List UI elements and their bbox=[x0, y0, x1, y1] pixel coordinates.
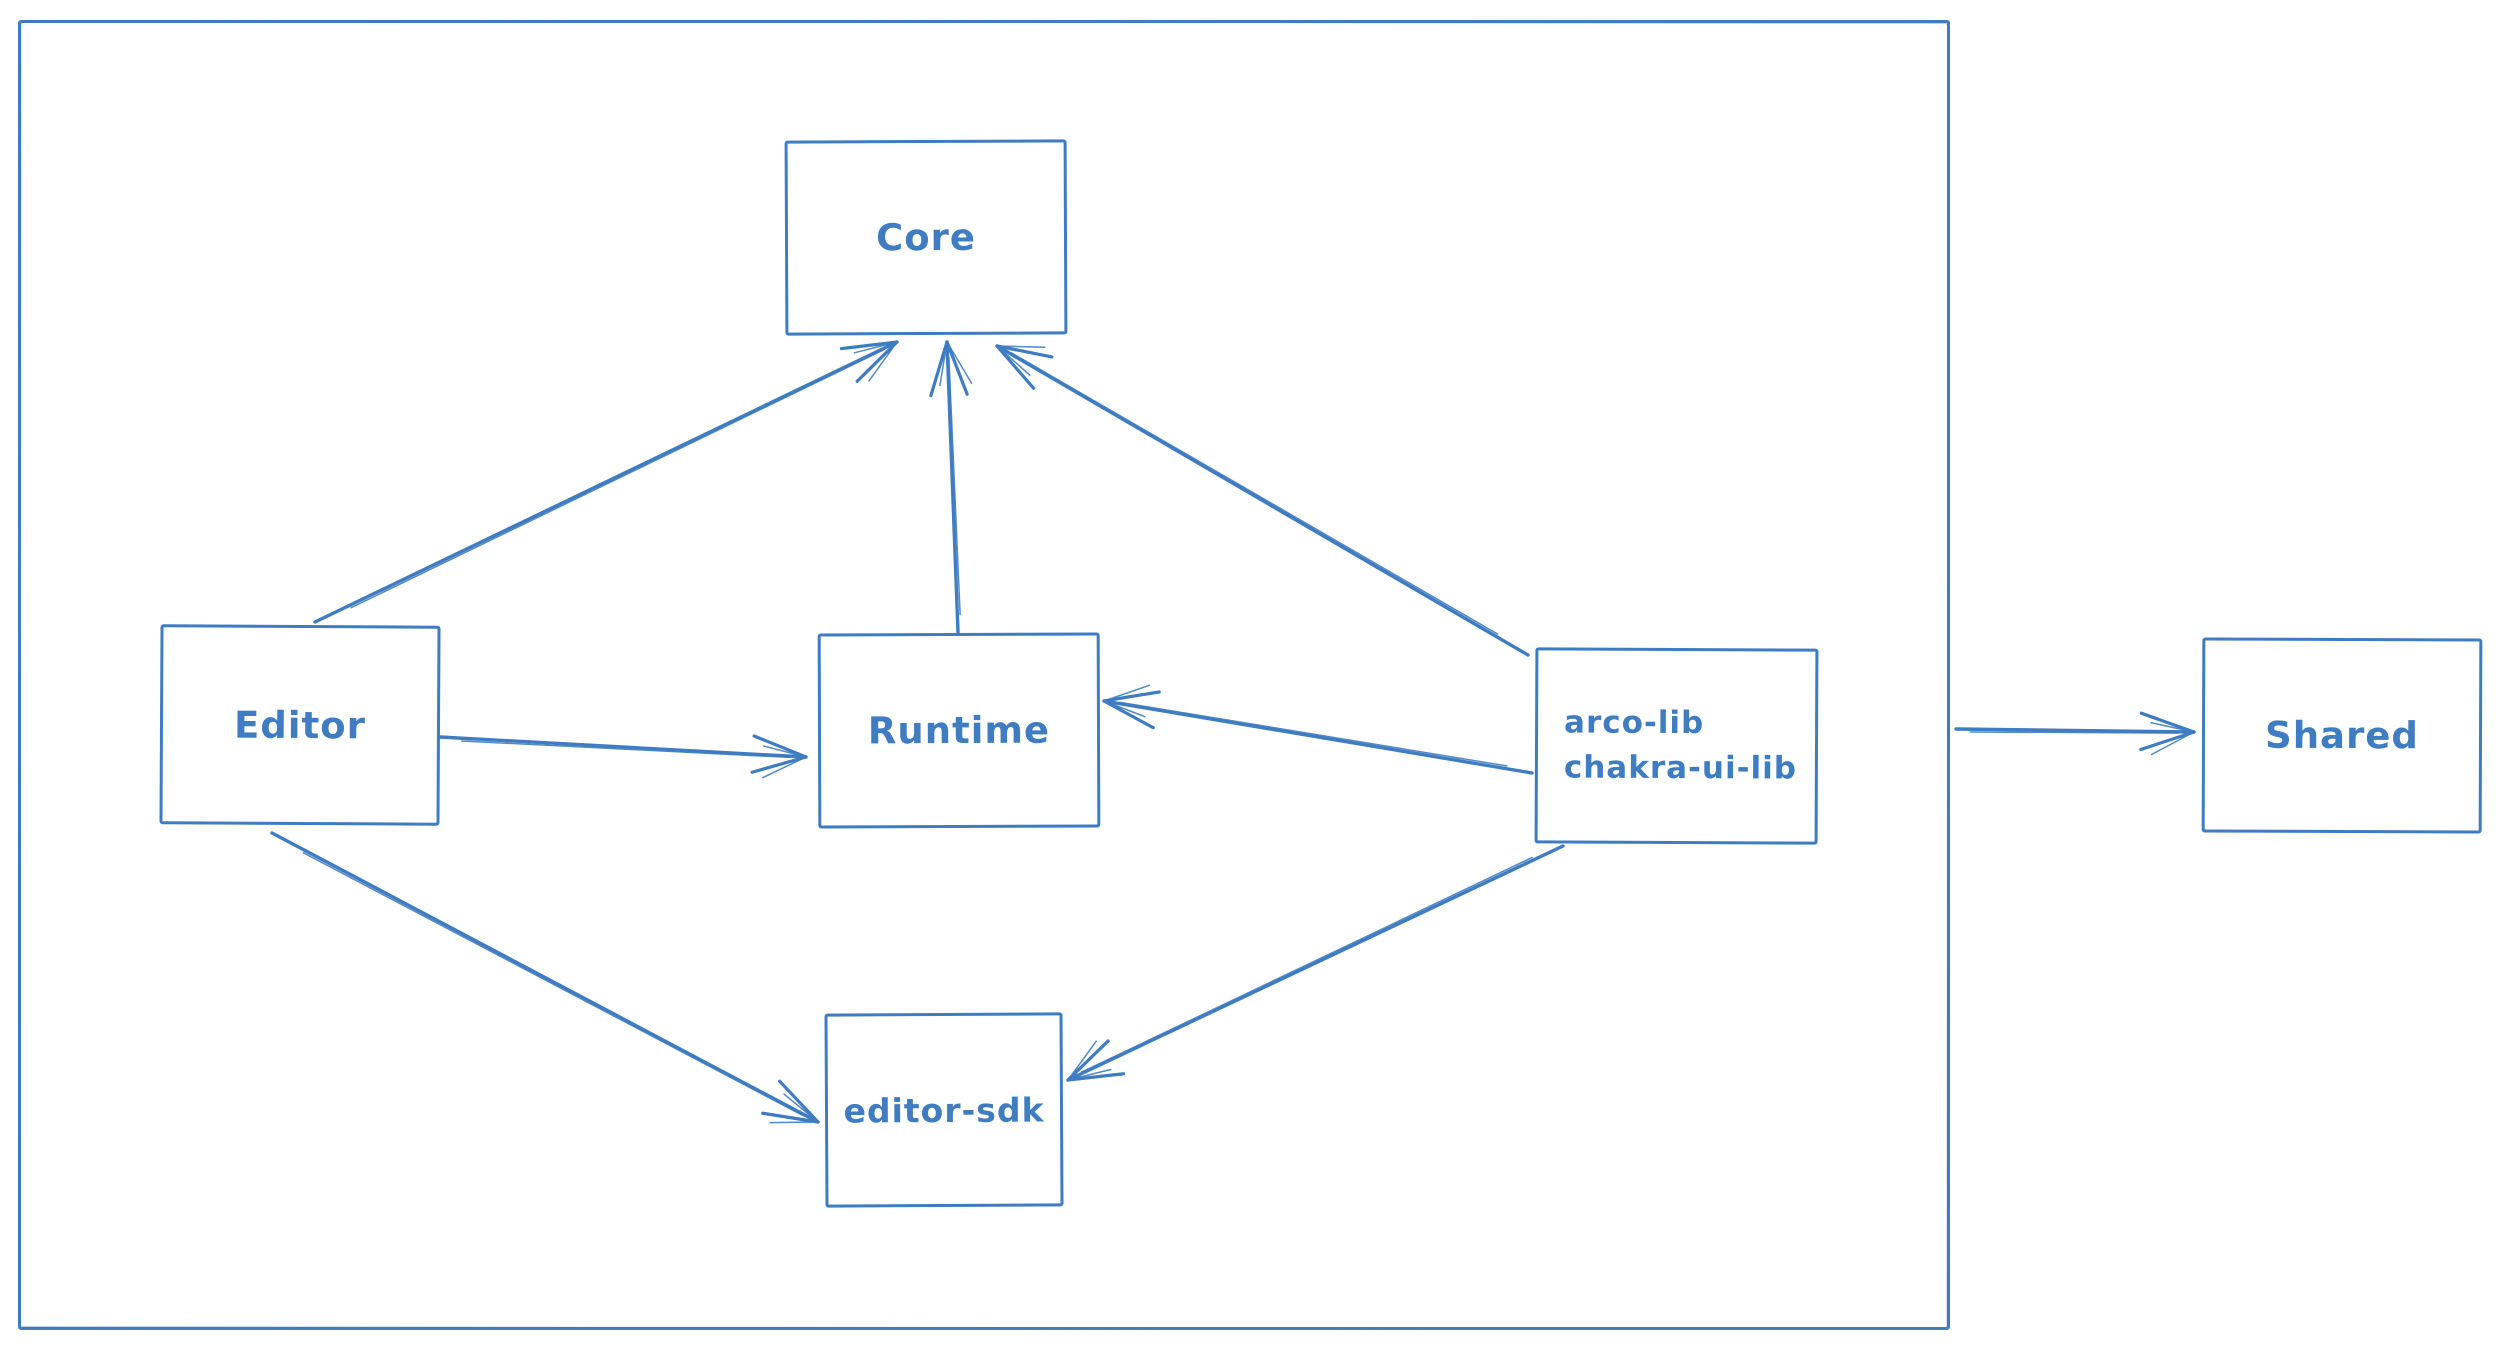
node-editor-sdk[interactable]: editor-sdk bbox=[824, 1012, 1064, 1208]
container-box[interactable] bbox=[18, 20, 1950, 1330]
edge-container-to-shared[interactable] bbox=[1954, 711, 2196, 756]
node-shared-label: Shared bbox=[2265, 713, 2419, 758]
node-core-label: Core bbox=[875, 215, 977, 260]
node-runtime[interactable]: Runtime bbox=[817, 632, 1101, 829]
node-editor-label: Editor bbox=[233, 703, 367, 747]
node-editor-sdk-label: editor-sdk bbox=[843, 1089, 1045, 1131]
node-arco-lib-chakra-ui-lib[interactable]: arco-lib chakra-ui-lib bbox=[1534, 647, 1819, 845]
node-libs-label-line2: chakra-ui-lib bbox=[1563, 749, 1798, 787]
node-core[interactable]: Core bbox=[784, 139, 1068, 336]
node-shared[interactable]: Shared bbox=[2201, 637, 2483, 834]
node-libs-label-line1: arco-lib bbox=[1564, 704, 1705, 741]
node-runtime-label: Runtime bbox=[867, 708, 1051, 753]
node-editor[interactable]: Editor bbox=[159, 624, 441, 826]
